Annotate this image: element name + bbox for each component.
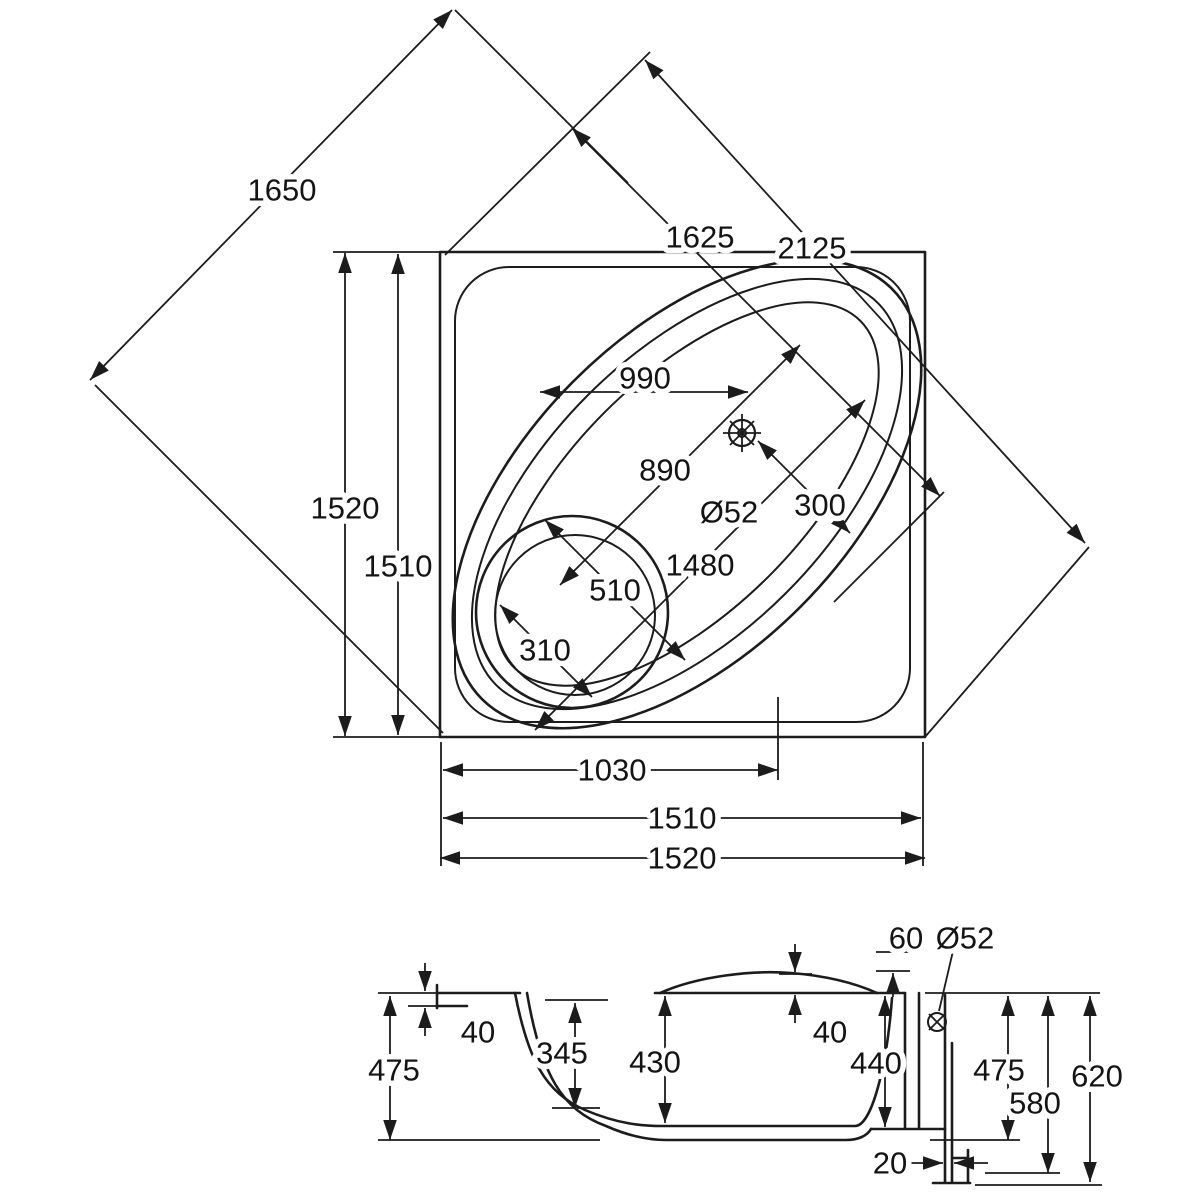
section-left-rim	[435, 983, 522, 1010]
dim-line-2125	[644, 59, 1086, 544]
section-view: 60 Ø52 40 475 345 430 40 440 475 580 620…	[363, 915, 1129, 1186]
dim-label-1650: 1650	[248, 173, 317, 208]
dim-label-1510-vertical: 1510	[364, 549, 433, 584]
dim-label-620: 620	[1071, 1059, 1123, 1094]
dim-label-overflow-diameter: Ø52	[936, 921, 995, 956]
dim-label-20: 20	[873, 1146, 907, 1181]
dim-label-310: 310	[519, 633, 571, 668]
dim-line-1650	[89, 9, 453, 381]
plan-seat-outer-circle	[474, 514, 670, 710]
dim-label-440: 440	[850, 1046, 902, 1081]
dim-label-1030: 1030	[578, 753, 647, 788]
dim-label-1520-horizontal: 1520	[648, 841, 717, 876]
section-extension-lines	[378, 951, 1102, 1186]
dim-label-345: 345	[536, 1036, 588, 1071]
dim-label-1510-horizontal: 1510	[648, 801, 717, 836]
section-outer-profile	[525, 991, 873, 1142]
dim-line-300	[757, 440, 851, 534]
section-skirt-panel	[931, 993, 972, 1185]
dim-label-580: 580	[1009, 1086, 1061, 1121]
dim-label-1480: 1480	[666, 548, 735, 583]
dim-label-1625: 1625	[666, 220, 735, 255]
plan-view: 1650 1625 2125 990 890 Ø52 300 1520 1510…	[89, 9, 1090, 881]
plan-tub-mid-rim	[470, 277, 904, 711]
dim-label-510: 510	[589, 573, 641, 608]
dim-label-990: 990	[619, 361, 671, 396]
dim-label-40-right: 40	[813, 1015, 847, 1050]
dim-label-430: 430	[629, 1045, 681, 1080]
dim-line-310	[499, 604, 593, 698]
dim-label-475-left: 475	[368, 1053, 420, 1088]
dim-label-1520-vertical: 1520	[311, 491, 380, 526]
plan-seat-inner-circle	[494, 534, 656, 696]
dim-label-2125: 2125	[778, 231, 847, 266]
dim-line-510	[544, 519, 686, 661]
section-overflow-fitting	[927, 950, 954, 1032]
plan-drain-symbol	[723, 414, 761, 452]
dim-label-475-right: 475	[973, 1053, 1025, 1088]
dim-label-60: 60	[889, 921, 923, 956]
dim-label-300: 300	[794, 488, 846, 523]
dim-label-drain-diameter: Ø52	[700, 495, 759, 530]
dim-label-890: 890	[639, 453, 691, 488]
section-right-wall	[869, 991, 947, 1131]
plan-tub-inner-rim	[494, 301, 880, 687]
section-deck-bulge	[658, 970, 879, 995]
dim-label-40-left: 40	[461, 1015, 495, 1050]
